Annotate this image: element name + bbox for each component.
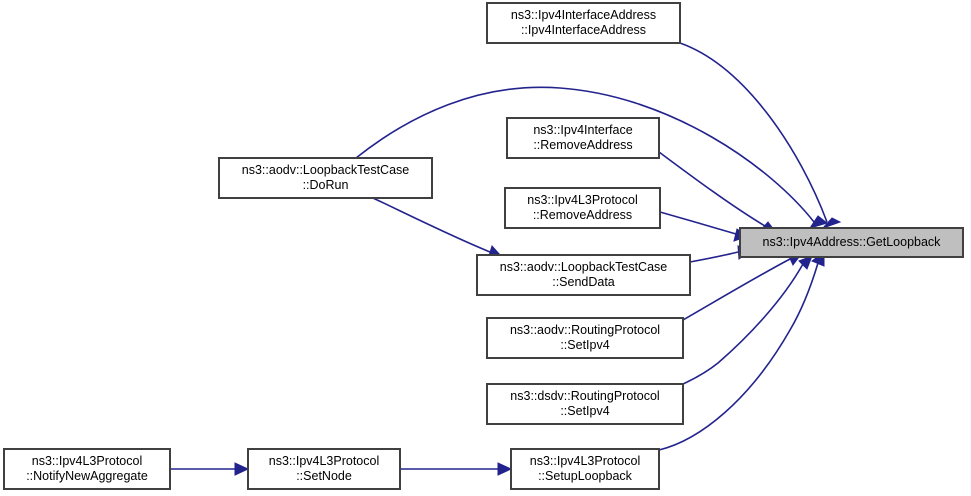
edge-line (689, 251, 739, 263)
node-dsdv-routingprotocol-setipv4[interactable]: ns3::dsdv::RoutingProtocol::SetIpv4 (486, 383, 684, 425)
node-label-line: ns3::dsdv::RoutingProtocol (510, 389, 659, 403)
edge-line (658, 262, 819, 451)
node-label-line: ::SendData (552, 275, 615, 289)
node-label-line: ns3::aodv::LoopbackTestCase (242, 163, 410, 177)
node-label-line: ::SetIpv4 (560, 338, 609, 352)
node-label-line: ::Ipv4InterfaceAddress (521, 23, 646, 37)
node-label-line: ns3::Ipv4L3Protocol (32, 454, 143, 468)
node-label-line: ns3::aodv::RoutingProtocol (510, 323, 660, 337)
arrow-head-icon (808, 215, 829, 229)
edge-line (679, 42, 828, 223)
edge-ipv4l3protocol-notifynewaggregate-to-ipv4l3protocol-setnode (170, 462, 250, 476)
node-box[interactable] (218, 157, 433, 199)
node-label-line: ::SetupLoopback (538, 469, 633, 483)
edge-ipv4interfaceaddress-ctor-to-ipv4address-getloopback (679, 42, 842, 229)
edge-line (659, 211, 737, 235)
node-label-line: ns3::Ipv4InterfaceAddress (511, 8, 656, 22)
node-label-line: ::SetNode (296, 469, 352, 483)
node-box[interactable] (510, 448, 660, 490)
arrow-head-icon (798, 255, 813, 270)
edge-line (658, 151, 766, 227)
edge-dsdv-routingprotocol-setipv4-to-ipv4address-getloopback (682, 255, 813, 385)
node-box[interactable] (486, 383, 684, 425)
nodes-layer: ns3::Ipv4InterfaceAddress::Ipv4Interface… (3, 2, 964, 490)
node-ipv4address-getloopback[interactable]: ns3::Ipv4Address::GetLoopback (739, 227, 964, 258)
node-label-line: ns3::Ipv4L3Protocol (269, 454, 380, 468)
arrow-head-icon (234, 462, 250, 476)
node-box[interactable] (476, 254, 691, 296)
edge-line (682, 263, 804, 385)
node-ipv4l3protocol-setnode[interactable]: ns3::Ipv4L3Protocol::SetNode (247, 448, 401, 490)
edge-ipv4interface-removeaddress-to-ipv4address-getloopback (658, 151, 775, 234)
node-label-line: ::RemoveAddress (533, 208, 632, 222)
node-label-line: ns3::Ipv4Address::GetLoopback (763, 235, 942, 249)
edge-line (682, 258, 791, 321)
node-loopbacktestcase-dorun[interactable]: ns3::aodv::LoopbackTestCase::DoRun (218, 157, 433, 199)
node-label-line: ns3::aodv::LoopbackTestCase (500, 260, 668, 274)
node-ipv4l3protocol-removeaddress[interactable]: ns3::Ipv4L3Protocol::RemoveAddress (504, 187, 661, 229)
node-box[interactable] (3, 448, 171, 490)
node-label-line: ::SetIpv4 (560, 404, 609, 418)
node-label-line: ::DoRun (303, 178, 349, 192)
node-ipv4l3protocol-notifynewaggregate[interactable]: ns3::Ipv4L3Protocol::NotifyNewAggregate (3, 448, 171, 490)
arrow-head-icon (497, 462, 513, 476)
node-label-line: ::RemoveAddress (533, 138, 632, 152)
node-ipv4interfaceaddress-ctor[interactable]: ns3::Ipv4InterfaceAddress::Ipv4Interface… (486, 2, 681, 44)
node-box[interactable] (486, 317, 684, 359)
node-aodv-routingprotocol-setipv4[interactable]: ns3::aodv::RoutingProtocol::SetIpv4 (486, 317, 684, 359)
edge-ipv4l3protocol-setnode-to-ipv4l3protocol-setuploopback (400, 462, 513, 476)
node-box[interactable] (506, 117, 660, 159)
node-box[interactable] (504, 187, 661, 229)
edge-loopbacktestcase-dorun-to-ipv4address-getloopback (355, 86, 829, 229)
edge-line (355, 86, 815, 223)
node-label-line: ns3::Ipv4Interface (533, 123, 632, 137)
node-label-line: ::NotifyNewAggregate (26, 469, 148, 483)
node-label-line: ns3::Ipv4L3Protocol (530, 454, 641, 468)
edge-aodv-routingprotocol-setipv4-to-ipv4address-getloopback (682, 252, 804, 321)
edge-line (372, 197, 491, 253)
node-label-line: ns3::Ipv4L3Protocol (527, 193, 638, 207)
edge-ipv4l3protocol-removeaddress-to-ipv4address-getloopback (659, 211, 750, 242)
node-ipv4interface-removeaddress[interactable]: ns3::Ipv4Interface::RemoveAddress (506, 117, 660, 159)
edge-loopbacktestcase-dorun-to-loopbacktestcase-senddata (372, 197, 502, 260)
node-box[interactable] (739, 227, 964, 258)
node-ipv4l3protocol-setuploopback[interactable]: ns3::Ipv4L3Protocol::SetupLoopback (510, 448, 660, 490)
node-loopbacktestcase-senddata[interactable]: ns3::aodv::LoopbackTestCase::SendData (476, 254, 691, 296)
node-box[interactable] (247, 448, 401, 490)
node-box[interactable] (486, 2, 681, 44)
